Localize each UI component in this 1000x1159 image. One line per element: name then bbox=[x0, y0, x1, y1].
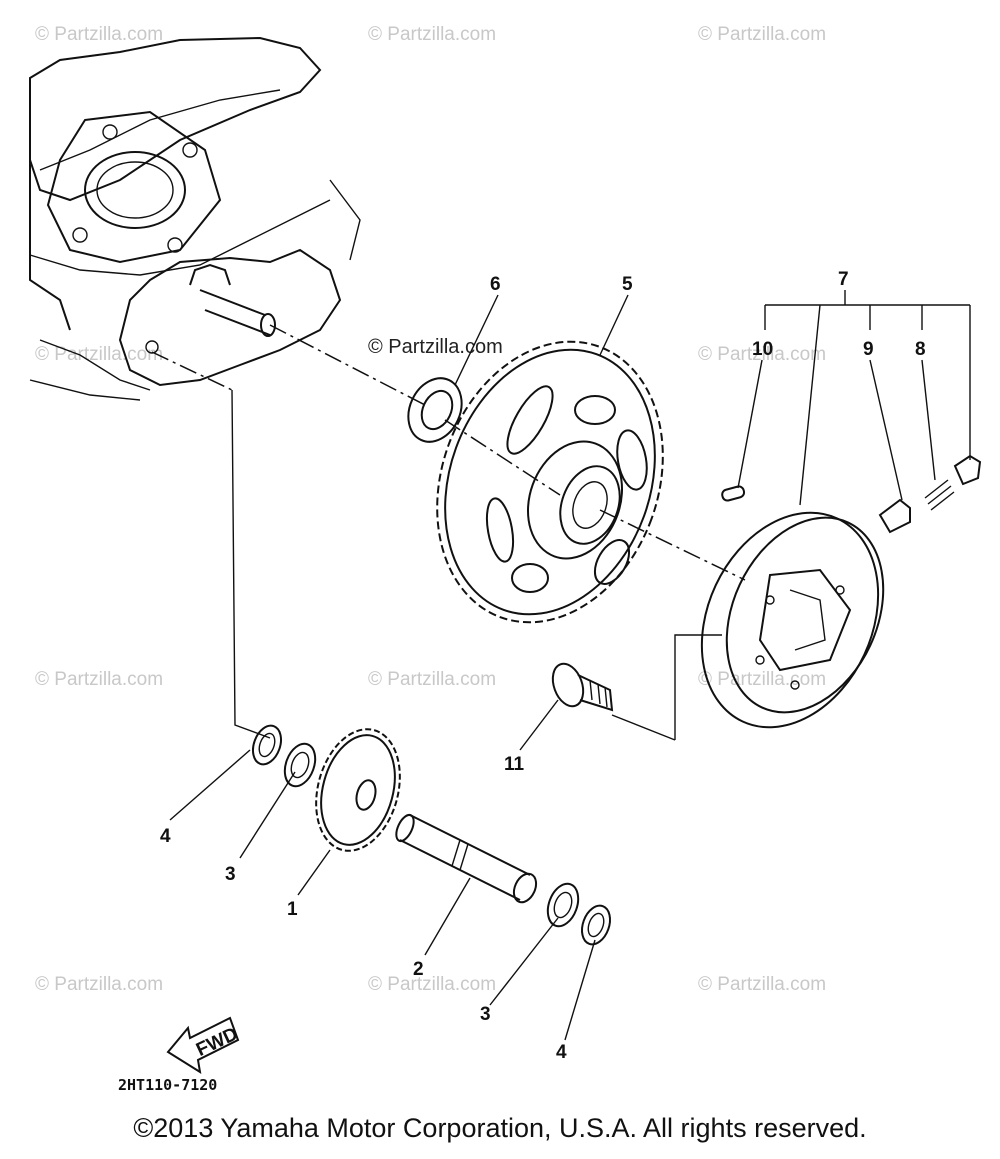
watermark: © Partzilla.com bbox=[368, 669, 496, 690]
callout-1: 1 bbox=[287, 899, 298, 920]
watermark-center: © Partzilla.com bbox=[368, 336, 503, 358]
shaft-part-2 bbox=[395, 813, 538, 904]
fwd-label: FWD bbox=[193, 1024, 241, 1061]
callout-2: 2 bbox=[413, 959, 424, 980]
bracket-lines bbox=[169, 290, 971, 1041]
callout-6: 6 bbox=[490, 274, 501, 295]
callout-3: 3 bbox=[225, 864, 236, 885]
watermark: © Partzilla.com bbox=[35, 974, 163, 995]
callout-labels: 6 5 7 10 9 8 11 4 3 1 2 3 4 bbox=[160, 269, 926, 1063]
callout-4: 4 bbox=[160, 826, 171, 847]
watermark: © Partzilla.com bbox=[368, 974, 496, 995]
copyright-notice: ©2013 Yamaha Motor Corporation, U.S.A. A… bbox=[133, 1113, 867, 1143]
callout-4: 4 bbox=[556, 1042, 567, 1063]
fwd-arrow-icon: FWD bbox=[166, 1016, 241, 1075]
watermark: © Partzilla.com bbox=[35, 669, 163, 690]
large-gear-part-5 bbox=[436, 340, 664, 624]
bolt-part-11 bbox=[551, 662, 614, 712]
callout-3: 3 bbox=[480, 1004, 491, 1025]
watermark: © Partzilla.com bbox=[698, 669, 826, 690]
diagram-code: 2HT110-7120 bbox=[118, 1076, 217, 1094]
washers-right bbox=[546, 882, 612, 946]
watermark: © Partzilla.com bbox=[698, 974, 826, 995]
callout-5: 5 bbox=[622, 274, 633, 295]
watermark-layer: © Partzilla.com © Partzilla.com © Partzi… bbox=[35, 24, 826, 995]
washer-part-6 bbox=[407, 377, 463, 443]
watermark: © Partzilla.com bbox=[368, 24, 496, 45]
clutch-small-parts bbox=[721, 454, 982, 534]
clutch-housing-part-7 bbox=[700, 511, 885, 729]
small-gear-part-1 bbox=[315, 728, 401, 852]
callout-11: 11 bbox=[504, 754, 525, 775]
watermark: © Partzilla.com bbox=[35, 24, 163, 45]
callout-9: 9 bbox=[863, 339, 874, 360]
watermark: © Partzilla.com bbox=[35, 344, 163, 365]
washers-left bbox=[251, 724, 317, 788]
watermark: © Partzilla.com bbox=[698, 24, 826, 45]
engine-crankcase bbox=[29, 36, 361, 401]
watermark: © Partzilla.com bbox=[698, 344, 826, 365]
callout-7: 7 bbox=[838, 269, 849, 290]
centerlines bbox=[151, 324, 746, 581]
callout-10: 10 bbox=[752, 339, 773, 360]
callout-8: 8 bbox=[915, 339, 926, 360]
